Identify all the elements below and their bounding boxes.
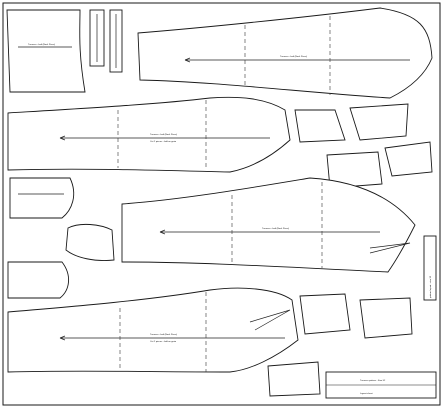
title-line-2: Layout sheet [360,392,373,395]
pattern-piece-yoke [9,177,75,219]
pattern-piece-flap-2 [384,141,433,177]
piece-sublabel: Cut 2 pieces - fold on grain [150,340,177,343]
piece-sublabel: Cut 2 pieces - fold on grain [150,140,177,143]
piece-label: Trousers - belt (Back Piece) [280,55,307,58]
pattern-piece-front-leg-2 [7,287,299,373]
pattern-piece-welt-2 [359,297,413,339]
piece-label: Trousers - belt (Back Piece) [28,43,55,46]
piece-label: Trousers - belt (Back Piece) [262,227,289,230]
vertical-strip [423,235,437,301]
piece-label: Trousers - belt (Back Piece) [150,133,177,136]
piece-label: Trousers - belt (Back Piece) [150,333,177,336]
pattern-piece-front-leg-1 [7,96,291,173]
pattern-piece-pocket-facing [6,9,86,93]
pattern-piece-pocket-2 [349,103,409,141]
pattern-piece-flap-1 [326,151,383,189]
pattern-piece-pocket-bag [65,223,115,261]
pattern-piece-facing-2 [7,261,69,299]
title-line-1: Trousers pattern - Size 52 [360,379,386,382]
pattern-piece-back-leg-1 [137,7,433,99]
pattern-piece-welt-1 [299,293,351,335]
pattern-piece-pocket-1 [294,109,346,143]
pattern-piece-back-leg-2 [121,177,416,273]
pattern-piece-tab [267,361,321,397]
vertical-strip-text: pattern layout - size 52 [429,275,432,298]
